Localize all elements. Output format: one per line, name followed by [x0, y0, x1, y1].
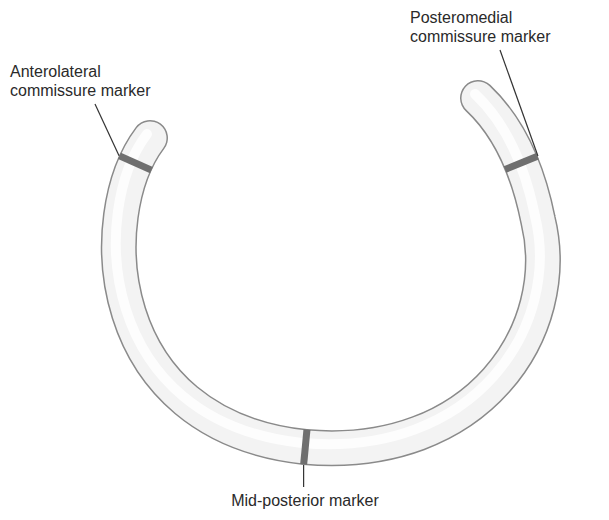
- marker-label: Posteromedial commissure marker: [410, 8, 570, 46]
- leader-line: [303, 465, 304, 487]
- marker-band: [505, 156, 537, 169]
- marker-label: Anterolateral commissure marker: [10, 62, 160, 100]
- ring-highlight: [116, 94, 540, 444]
- marker-label: Mid-posterior marker: [205, 491, 405, 510]
- marker-band: [120, 156, 152, 170]
- leader-line: [500, 50, 538, 156]
- leader-line: [95, 104, 119, 156]
- marker-band: [304, 430, 307, 465]
